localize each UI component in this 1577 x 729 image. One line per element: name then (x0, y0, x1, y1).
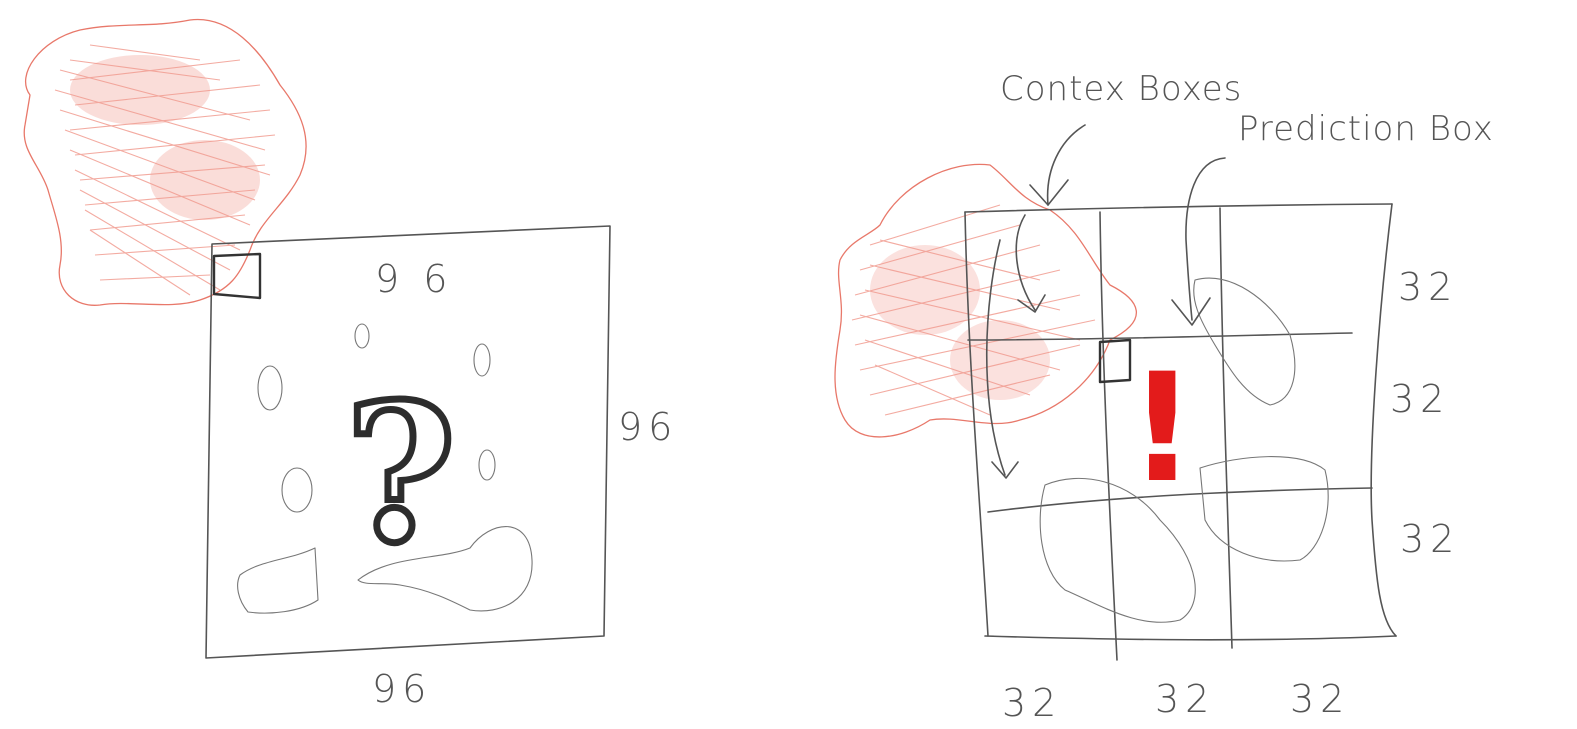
left-top-label: 9 6 (375, 257, 453, 301)
context-arrow-icon (985, 124, 1086, 479)
left-panel: 9 6 96 96 ? (23, 18, 678, 711)
row1-label: 32 (1398, 265, 1458, 309)
right-doodles (1039, 277, 1329, 623)
left-right-label: 96 (618, 405, 678, 449)
context-boxes-label: Contex Boxes (1000, 69, 1242, 109)
right-panel: Contex Boxes Prediction Box 32 32 32 32 … (834, 69, 1494, 725)
left-bottom-label: 96 (372, 667, 432, 711)
col3-label: 32 (1290, 677, 1350, 721)
prediction-arrow-icon (1171, 157, 1226, 326)
row2-label: 32 (1390, 377, 1450, 421)
prediction-box-label: Prediction Box (1238, 109, 1494, 149)
row3-label: 32 (1400, 517, 1460, 561)
left-doodles (237, 323, 533, 614)
col1-label: 32 (1002, 681, 1062, 725)
left-overlap-box (212, 252, 262, 300)
col2-label: 32 (1155, 677, 1215, 721)
right-red-region (834, 163, 1138, 438)
exclamation-mark: ! (1128, 342, 1196, 516)
left-red-region (23, 18, 307, 306)
question-mark: ? (345, 362, 456, 585)
left-square (205, 225, 611, 659)
center-overlap-box (1098, 338, 1132, 384)
